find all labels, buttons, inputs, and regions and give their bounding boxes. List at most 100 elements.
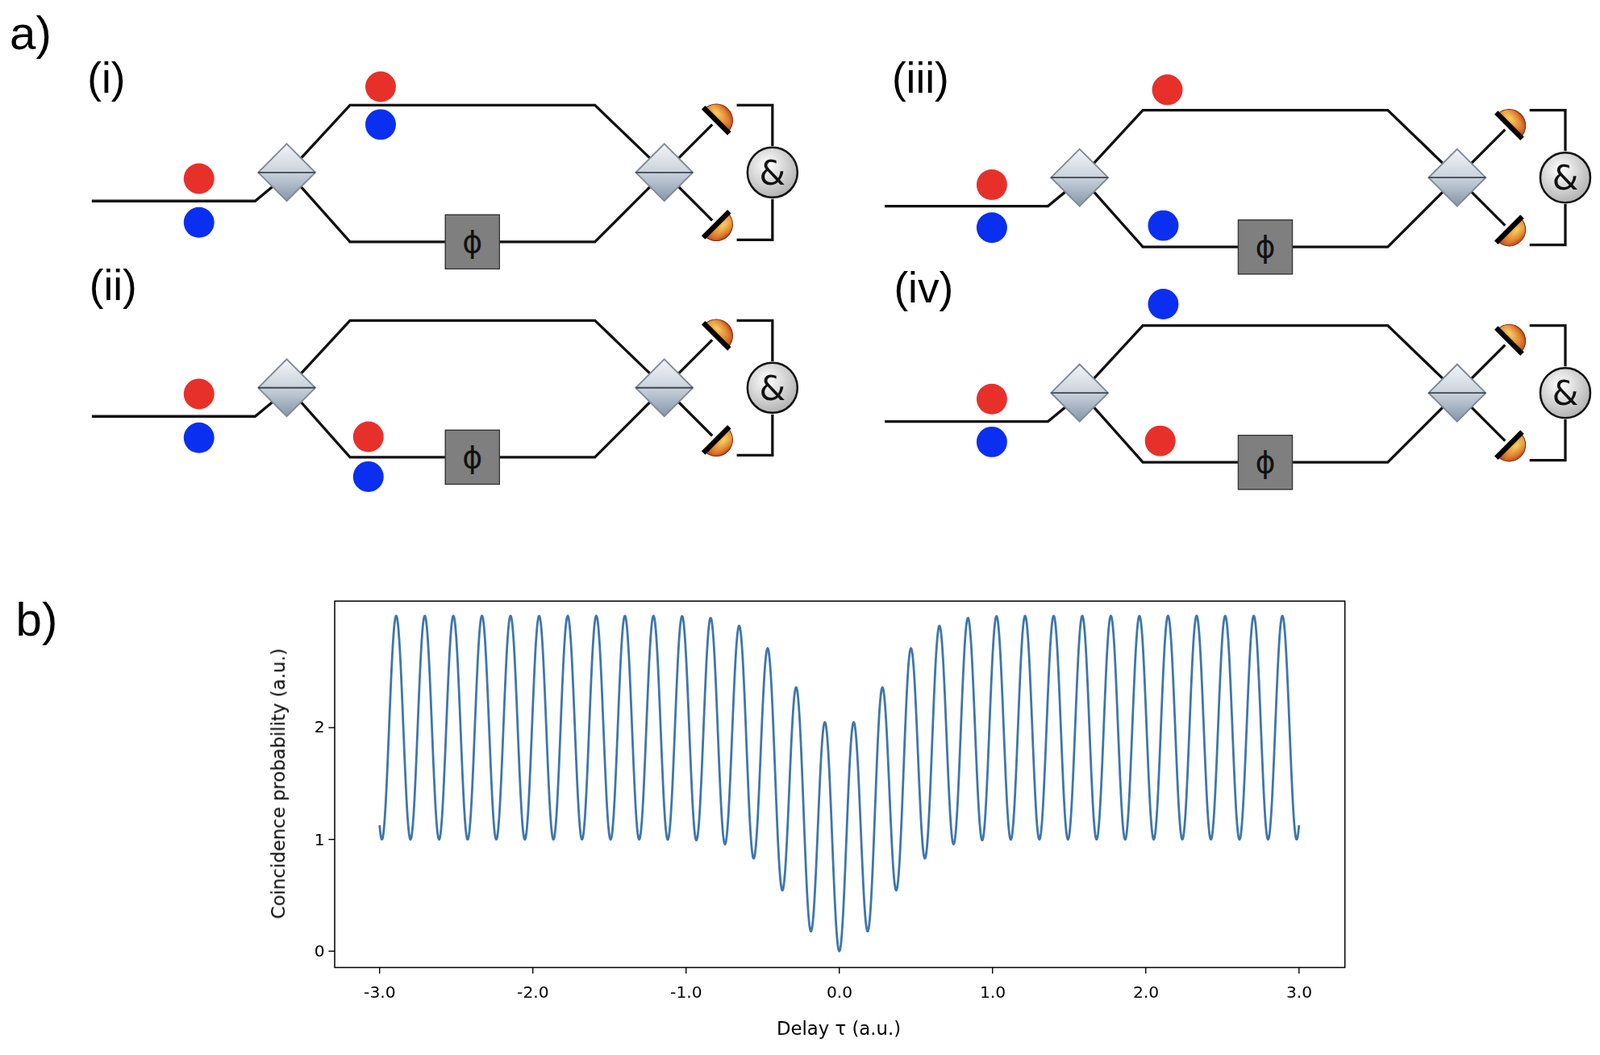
waveguide (1093, 325, 1443, 380)
panel-number: (ii) (89, 262, 138, 309)
coincidence-symbol: & (759, 155, 787, 190)
photon (1147, 210, 1179, 242)
waveguide (884, 191, 1066, 207)
beam-splitter-plane (1050, 176, 1109, 179)
beam-splitter (1428, 364, 1486, 422)
waveguide (1471, 129, 1506, 164)
axis-title: Coincidence probability (a.u.) (267, 648, 288, 920)
waveguide (737, 199, 773, 241)
waveguide (1529, 204, 1566, 246)
waveguide (1471, 407, 1506, 442)
detector (703, 211, 742, 250)
coincidence-counter: & (745, 361, 800, 415)
detector (1495, 100, 1534, 139)
coincidence-counter: & (1538, 366, 1592, 420)
tick-label: 3.0 (1286, 983, 1313, 1002)
photon (976, 212, 1008, 243)
tick-mark (379, 967, 380, 975)
phase-shifter: ϕ (445, 429, 500, 485)
tick-label: -3.0 (363, 983, 396, 1002)
tick-label: 0.0 (826, 983, 853, 1002)
tick-label: 0 (314, 941, 325, 960)
tick-mark (328, 838, 335, 840)
waveguide (678, 339, 713, 374)
waveguide (1529, 110, 1566, 152)
phase-label: ϕ (462, 441, 483, 473)
beam-splitter (635, 143, 693, 201)
beam-splitter-plane (1428, 391, 1486, 394)
tick-label: 1.0 (979, 983, 1006, 1002)
tick-mark (685, 967, 687, 975)
panel-letter: b) (16, 593, 59, 646)
axes-frame (334, 600, 1346, 967)
phase-label: ϕ (462, 226, 483, 258)
waveguide (737, 414, 773, 456)
waveguide (1471, 345, 1506, 380)
waveguide (678, 187, 713, 221)
beam-splitter (1050, 149, 1109, 207)
phase-shifter: ϕ (1237, 434, 1293, 490)
tick-label: 2 (314, 718, 325, 737)
data-curve (379, 616, 1300, 952)
plot (328, 600, 1345, 974)
interferometer (884, 288, 1566, 470)
photon (183, 207, 215, 238)
beam-splitter (258, 143, 316, 201)
beam-splitter (258, 358, 316, 417)
panel-number: (iii) (891, 54, 950, 102)
beam-splitter-plane (1050, 391, 1109, 394)
photon (1147, 288, 1179, 320)
photon (183, 162, 215, 194)
phase-label: ϕ (1254, 446, 1275, 478)
waveguide (1529, 325, 1566, 367)
detector (1495, 216, 1534, 255)
beam-splitter-plane (635, 171, 693, 174)
photon (1152, 74, 1184, 105)
photon (183, 378, 215, 409)
waveguide (737, 104, 773, 146)
tick-mark (532, 967, 534, 975)
waveguide (300, 320, 650, 374)
tick-mark (1145, 967, 1146, 975)
tick-mark (328, 726, 335, 728)
waveguide (91, 187, 273, 202)
coincidence-counter: & (745, 145, 800, 200)
photon (976, 383, 1008, 415)
photon (1145, 425, 1176, 457)
waveguide (678, 124, 713, 159)
interferometer (91, 311, 773, 492)
waveguide (1529, 419, 1566, 461)
photon (183, 422, 215, 454)
photon (976, 426, 1008, 458)
photon (365, 71, 396, 103)
axis-title: Delay τ (a.u.) (776, 1018, 901, 1039)
interferometer (91, 71, 773, 250)
waveguide (300, 104, 650, 159)
waveguide (1093, 110, 1443, 164)
photon (353, 421, 384, 453)
beam-splitter-plane (1428, 176, 1486, 179)
detector (703, 426, 742, 465)
photon (353, 461, 384, 492)
beam-splitter-plane (258, 387, 316, 389)
beam-splitter (1428, 149, 1486, 207)
tick-mark (328, 950, 335, 952)
detector (1495, 432, 1534, 471)
detector (703, 95, 742, 134)
phase-shifter: ϕ (1237, 219, 1293, 275)
beam-splitter-plane (258, 171, 316, 174)
waveguide (737, 320, 773, 362)
panel-letter: a) (9, 6, 52, 59)
phase-shifter: ϕ (445, 214, 500, 270)
waveguide (678, 402, 713, 437)
waveguide (91, 402, 273, 417)
beam-splitter (635, 358, 693, 417)
beam-splitter (1050, 364, 1109, 422)
tick-label: 1 (314, 829, 325, 848)
tick-label: 2.0 (1133, 983, 1159, 1002)
tick-label: -2.0 (516, 983, 550, 1002)
interferometer (884, 74, 1566, 255)
tick-mark (838, 967, 840, 975)
coincidence-symbol: & (1552, 375, 1580, 410)
